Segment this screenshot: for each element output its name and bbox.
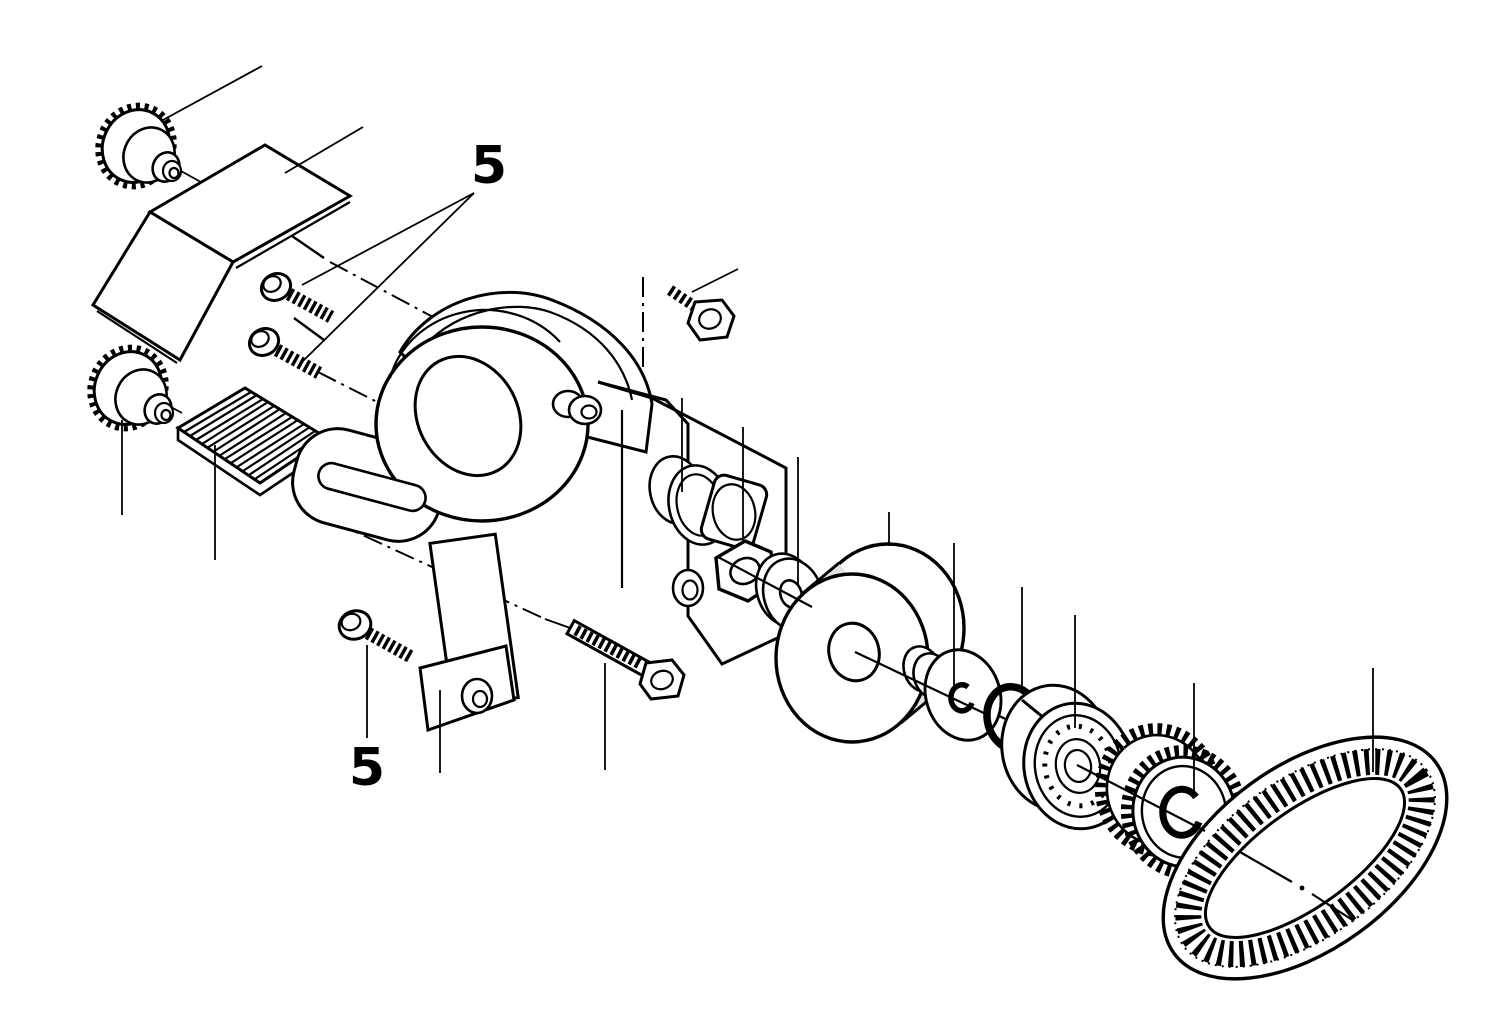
leader-hex-bolt-short xyxy=(691,268,739,293)
leader-lines xyxy=(121,65,1374,797)
alignment-tick-2 xyxy=(293,317,325,341)
screw-thread xyxy=(364,627,415,663)
callout-label-5-top: 5 xyxy=(471,136,507,196)
screw-upper xyxy=(259,272,335,323)
roller-bore xyxy=(827,621,881,683)
ribbed-insert-pad xyxy=(175,386,330,497)
bolt-thread xyxy=(666,285,701,313)
clamp-ring-bore xyxy=(413,354,523,478)
leader-knob-upper xyxy=(162,65,263,121)
belt-teeth xyxy=(1175,748,1435,968)
cover-plate xyxy=(90,143,353,364)
clamp-knob-upper xyxy=(95,102,183,190)
leader-label5-screw-lower xyxy=(302,192,475,362)
alignment-tick-1 xyxy=(291,235,325,259)
bolt-thread xyxy=(573,625,643,669)
pulley-bore xyxy=(1159,785,1203,839)
arm-slot xyxy=(317,461,427,513)
main-housing-bracket xyxy=(291,290,788,733)
screw-lower xyxy=(247,327,323,379)
leader-cover-plate xyxy=(284,126,364,174)
screw-bottom xyxy=(337,609,415,663)
screw-upper-axis xyxy=(329,261,477,341)
bolt-head xyxy=(638,658,686,701)
callout-label-5-bottom: 5 xyxy=(349,738,385,798)
hex-bolt-short xyxy=(666,285,736,342)
flanged-bushing-washer xyxy=(902,645,1003,742)
hex-bolt-long xyxy=(564,618,686,701)
bushing-bore xyxy=(948,682,975,714)
clamp-knob-lower xyxy=(87,344,175,432)
spindle-flange xyxy=(648,455,769,608)
leader-label5-screw-upper xyxy=(301,192,475,286)
screw-thread xyxy=(273,344,323,379)
bolt-head xyxy=(686,298,736,342)
timing-belt xyxy=(1161,735,1449,981)
axis-overlay-segments xyxy=(717,556,1355,922)
pad-ribs xyxy=(183,391,322,480)
screw-thread xyxy=(285,288,335,323)
